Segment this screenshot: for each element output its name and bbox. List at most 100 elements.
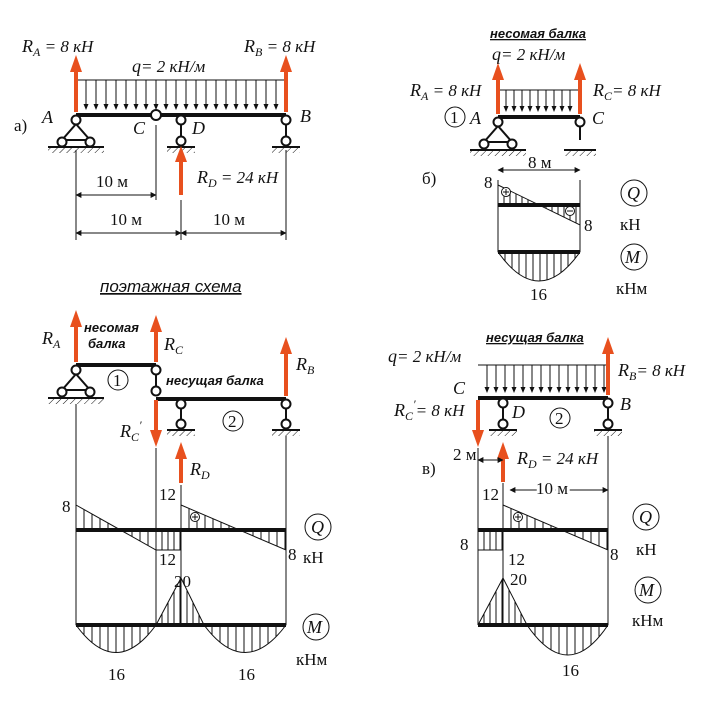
- label-C-a: C: [133, 118, 146, 138]
- label-B-a: B: [300, 106, 311, 126]
- hinge-C-a: [150, 109, 162, 121]
- load-label-q-b: q= 2 кН/м: [492, 44, 565, 64]
- support-D-v: [489, 397, 517, 436]
- M-symbol-v: M: [638, 580, 655, 600]
- label-A-b: A: [469, 108, 482, 128]
- moment-diagram-v: [477, 576, 609, 656]
- panel-b: несомая балка q= 2 кН/м: [409, 26, 662, 304]
- label-RA-s: RA: [41, 328, 61, 351]
- reaction-RA-s: [70, 310, 82, 362]
- label-C-b: C: [592, 108, 605, 128]
- M-value-s-2: 16: [238, 665, 255, 684]
- Q-symbol-s: Q: [311, 517, 324, 537]
- dim-AD-a: 10 м: [110, 210, 142, 229]
- label-carrying-s: несущая балка: [166, 373, 264, 388]
- title-v: несущая балка: [486, 330, 584, 345]
- reaction-RC-s: [150, 315, 162, 362]
- reaction-RD-v: [497, 442, 509, 482]
- dimensions-a: [75, 125, 287, 240]
- label-RA-a: RA = 8 кН: [21, 36, 95, 59]
- M-circle-s: [302, 613, 330, 641]
- Q-unit-s: кН: [303, 548, 324, 567]
- Q-value-v-3: 8: [610, 545, 619, 564]
- Q-value-s-1: 12: [159, 485, 176, 504]
- beam-number-b: 1: [450, 108, 459, 127]
- shear-diagram-s: [75, 504, 287, 551]
- M-unit-v: кНм: [632, 611, 664, 630]
- dim-DB-a: 10 м: [213, 210, 245, 229]
- moment-diagram-s: [75, 576, 287, 653]
- load-label-q-a: q= 2 кН/м: [132, 56, 205, 76]
- Q-unit-v: кН: [636, 540, 657, 559]
- Q-symbol-v: Q: [639, 507, 652, 527]
- reaction-RB-a: [280, 55, 292, 112]
- beam-number-1: 1: [113, 371, 122, 390]
- support-A-s: [48, 364, 104, 404]
- dim-span-b: 8 м: [528, 153, 552, 172]
- beam-number-circle-b: [444, 106, 466, 128]
- M-value-b: 16: [530, 285, 547, 304]
- Q-value-s-0: 8: [62, 497, 71, 516]
- label-RD-s: RD: [189, 459, 210, 482]
- label-carried-line2: балка: [88, 336, 126, 351]
- Q-unit-b: кН: [620, 215, 641, 234]
- title-b: несомая балка: [490, 26, 586, 41]
- dim-CD-v: 2 м: [453, 445, 477, 464]
- support-B-v: [594, 397, 622, 436]
- reaction-RB-v: [602, 337, 614, 395]
- Q-value-s-3: 8: [288, 545, 297, 564]
- Q-value-right-b: 8: [584, 216, 593, 235]
- Q-circle-b: [620, 179, 648, 207]
- support-B-s: [272, 398, 300, 436]
- M-unit-s: кНм: [296, 650, 328, 669]
- support-D-s: [167, 398, 195, 436]
- Q-value-v-2: 12: [508, 550, 525, 569]
- label-RC-prime-s: RC′: [119, 418, 142, 444]
- label-RB-a: RB = 8 кН: [243, 36, 317, 59]
- M-circle-v: [634, 576, 662, 604]
- label-RB-s: RB: [295, 354, 315, 377]
- support-A-b: [470, 116, 526, 156]
- shear-diagram-b: [497, 180, 581, 230]
- label-RD-v: RD = 24 кН: [516, 448, 600, 471]
- scheme-title: поэтажная схема: [100, 277, 242, 296]
- load-label-q-v: q= 2 кН/м: [388, 346, 461, 366]
- dim-AC-a: 10 м: [96, 172, 128, 191]
- M-value-s-0: 20: [174, 572, 191, 591]
- M-value-v-0: 20: [510, 570, 527, 589]
- label-RC-v: RC′= 8 кН: [393, 397, 466, 423]
- M-value-v-1: 16: [562, 661, 579, 680]
- dim-DB-v-bg: 10 м: [536, 479, 568, 498]
- label-C-v: C: [453, 378, 466, 398]
- hinge-link-C-s: [150, 364, 162, 397]
- distributed-load-b: [498, 89, 580, 112]
- support-B-a: [272, 114, 300, 153]
- support-C-b: [564, 116, 596, 156]
- distributed-load-v: [478, 364, 608, 393]
- panel-b-tag: б): [422, 169, 436, 188]
- Q-value-s-2: 12: [159, 550, 176, 569]
- label-RC-s: RC: [163, 334, 184, 357]
- moment-diagram-b: [497, 230, 581, 282]
- Q-circle-v: [632, 503, 660, 531]
- label-carried-line1: несомая: [84, 320, 139, 335]
- M-symbol-b: M: [624, 247, 641, 267]
- panel-v: несущая балка q= 2 кН/м: [388, 330, 687, 680]
- panel-scheme: RA RC RC′ RB RD несомая балка несущая ба…: [41, 310, 332, 684]
- support-A-a: [48, 114, 104, 153]
- reaction-RC-b: [574, 63, 586, 114]
- reaction-RA-b: [492, 63, 504, 114]
- distributed-load-a: [76, 79, 286, 110]
- beam-number-2: 2: [228, 412, 237, 431]
- reaction-RD-s: [175, 442, 187, 483]
- M-unit-b: кНм: [616, 279, 648, 298]
- label-RD-a: RD = 24 кН: [196, 167, 280, 190]
- panel-a-tag: а): [14, 116, 27, 135]
- panel-a: а) q= 2 кН/м: [14, 36, 317, 240]
- Q-symbol-b: Q: [627, 183, 640, 203]
- M-value-s-1: 16: [108, 665, 125, 684]
- reaction-RA-a: [70, 55, 82, 112]
- M-circle-b: [620, 243, 648, 271]
- panel-v-tag: в): [422, 459, 436, 478]
